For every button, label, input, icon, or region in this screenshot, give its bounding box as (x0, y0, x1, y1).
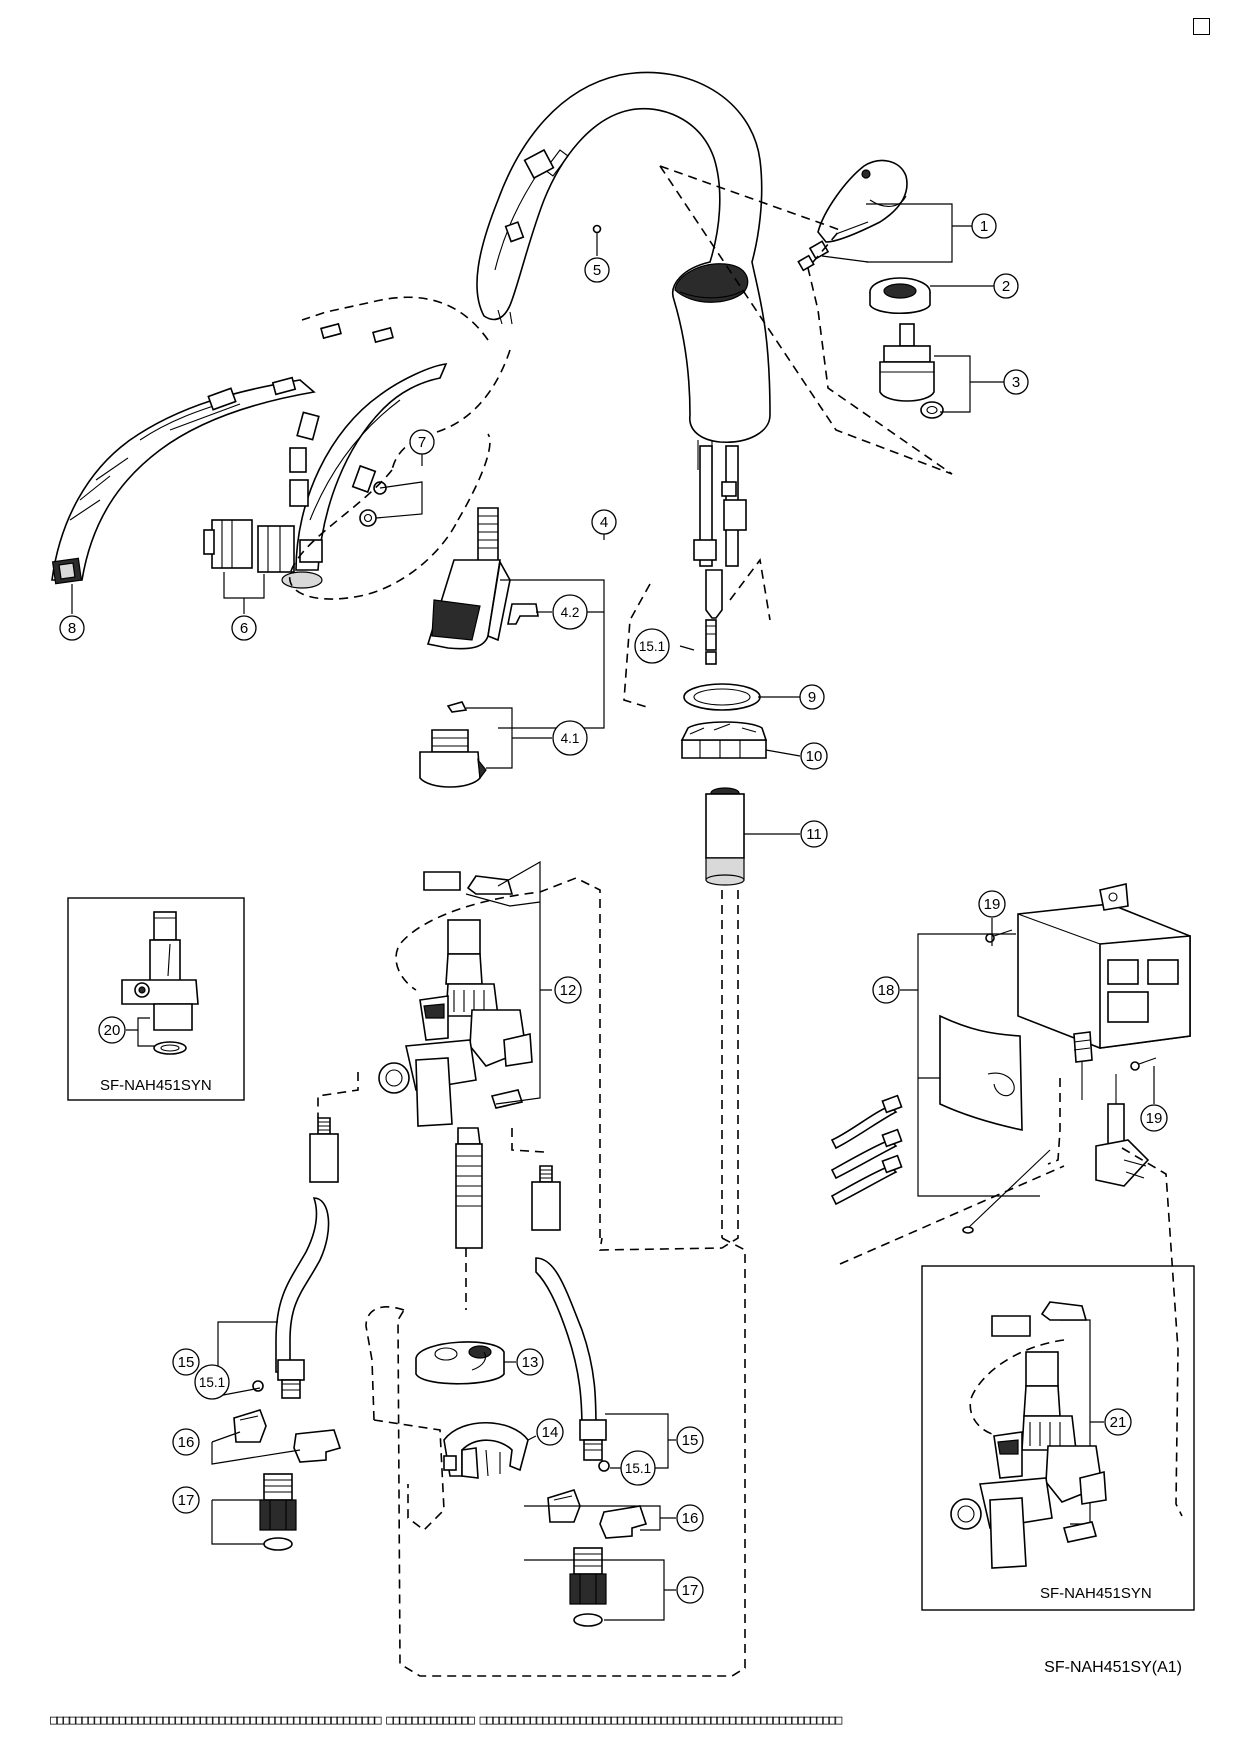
svg-text:5: 5 (593, 262, 601, 279)
svg-text:17: 17 (682, 1582, 699, 1599)
callout-15-1-center: 15.1 (620, 1450, 656, 1486)
hose-guide-part-13 (415, 1341, 505, 1385)
callout-13: 13 (516, 1348, 544, 1376)
page-checkbox (1193, 18, 1210, 35)
connectors-part-6 (203, 519, 295, 573)
locknut-part-10 (680, 721, 768, 759)
callout-19-bottom: 19 (1140, 1104, 1168, 1132)
svg-text:16: 16 (682, 1510, 699, 1527)
sensor-cover-part-8 (51, 376, 316, 585)
inset-right-label: SF-NAH451SYN (1040, 1585, 1152, 1602)
svg-text:15: 15 (682, 1432, 699, 1449)
adapter-part-4-1 (419, 701, 487, 788)
callout-19-top: 19 (978, 890, 1006, 918)
adaptor-part-17-left (259, 1473, 297, 1551)
svg-text:2: 2 (1002, 278, 1010, 295)
callout-4-2: 4.2 (552, 594, 588, 630)
supply-hoses (252, 1117, 610, 1472)
assembly-dashed-lines (289, 165, 1183, 1677)
screw-part-19-bottom (1130, 1057, 1157, 1071)
callout-10: 10 (800, 742, 828, 770)
footer-text: □□□□□□□□□□□□□□□□□□□□□□□□□□□□□□□□□□□□□□□□… (50, 1713, 842, 1728)
clip-part-4-2 (507, 603, 539, 625)
svg-text:15.1: 15.1 (625, 1461, 651, 1476)
svg-text:21: 21 (1110, 1414, 1127, 1431)
svg-text:20: 20 (104, 1022, 121, 1039)
svg-text:19: 19 (1146, 1110, 1163, 1127)
callout-4-1: 4.1 (552, 720, 588, 756)
callout-15-1-top: 15.1 (634, 628, 670, 664)
svg-text:1: 1 (980, 218, 988, 235)
power-plug (1095, 1074, 1150, 1187)
screw-part-19-top (985, 929, 1013, 943)
svg-text:10: 10 (806, 748, 823, 765)
callout-14: 14 (536, 1418, 564, 1446)
screw-part-5 (592, 224, 602, 234)
valve-body-part-12 (378, 871, 533, 1127)
svg-text:9: 9 (808, 689, 816, 706)
connector-pair-top (320, 322, 394, 344)
svg-text:16: 16 (178, 1434, 195, 1451)
svg-text:15: 15 (178, 1354, 195, 1371)
svg-text:19: 19 (984, 896, 1001, 913)
callout-18: 18 (872, 976, 900, 1004)
cable-leads (830, 1094, 1051, 1234)
callout-16-center: 16 (676, 1504, 704, 1532)
callout-6: 6 (231, 615, 257, 641)
callout-17-left: 17 (172, 1486, 200, 1514)
cable-harness (281, 363, 448, 589)
svg-text:8: 8 (68, 620, 76, 637)
spout-hose-assembly (693, 445, 747, 665)
callout-21: 21 (1104, 1408, 1132, 1436)
svg-text:11: 11 (806, 826, 822, 843)
pull-out-head-part-4 (426, 507, 511, 650)
control-box-part-18 (1017, 883, 1191, 1100)
lever-handle-part-1 (797, 159, 908, 272)
svg-text:13: 13 (522, 1354, 539, 1371)
svg-text:15.1: 15.1 (639, 639, 665, 654)
svg-text:3: 3 (1012, 374, 1020, 391)
callout-8: 8 (59, 615, 85, 641)
callout-1: 1 (971, 213, 997, 239)
svg-text:4: 4 (600, 514, 608, 531)
svg-text:6: 6 (240, 620, 248, 637)
split-clamp-part-14 (443, 1422, 529, 1479)
clip-part-16-left (233, 1409, 342, 1463)
cover-panel (939, 1014, 1023, 1131)
cap-nut-part-2 (869, 277, 931, 314)
faucet-spout (476, 71, 771, 470)
svg-text:18: 18 (878, 982, 895, 999)
callout-2: 2 (993, 273, 1019, 299)
svg-text:4.2: 4.2 (561, 605, 580, 620)
callout-11: 11 (800, 820, 828, 848)
clip-part-16-center (547, 1489, 648, 1539)
inset-left-frame: SF-NAH451SYN (67, 897, 245, 1101)
callout-17-center: 17 (676, 1576, 704, 1604)
inset-right-frame: SF-NAH451SYN (921, 1265, 1195, 1611)
shank-part-11 (705, 787, 745, 886)
callout-15-center: 15 (676, 1426, 704, 1454)
callout-9: 9 (799, 684, 825, 710)
callout-7: 7 (409, 429, 435, 455)
callout-4: 4 (591, 509, 617, 535)
callout-16-left: 16 (172, 1428, 200, 1456)
washer-part-9 (683, 683, 761, 711)
callout-12: 12 (554, 976, 582, 1004)
cartridge-part-3 (879, 323, 944, 419)
callout-3: 3 (1003, 369, 1029, 395)
svg-text:17: 17 (178, 1492, 195, 1509)
svg-text:14: 14 (542, 1424, 559, 1441)
callout-5: 5 (584, 257, 610, 283)
inset-left-label: SF-NAH451SYN (100, 1077, 212, 1094)
svg-text:7: 7 (418, 434, 426, 451)
svg-text:4.1: 4.1 (561, 731, 580, 746)
svg-text:12: 12 (560, 982, 577, 999)
model-number: SF-NAH451SY(A1) (1044, 1659, 1182, 1676)
callout-15-1-left: 15.1 (194, 1364, 230, 1400)
svg-text:15.1: 15.1 (199, 1375, 225, 1390)
callout-15-left: 15 (172, 1348, 200, 1376)
callout-20: 20 (98, 1016, 126, 1044)
